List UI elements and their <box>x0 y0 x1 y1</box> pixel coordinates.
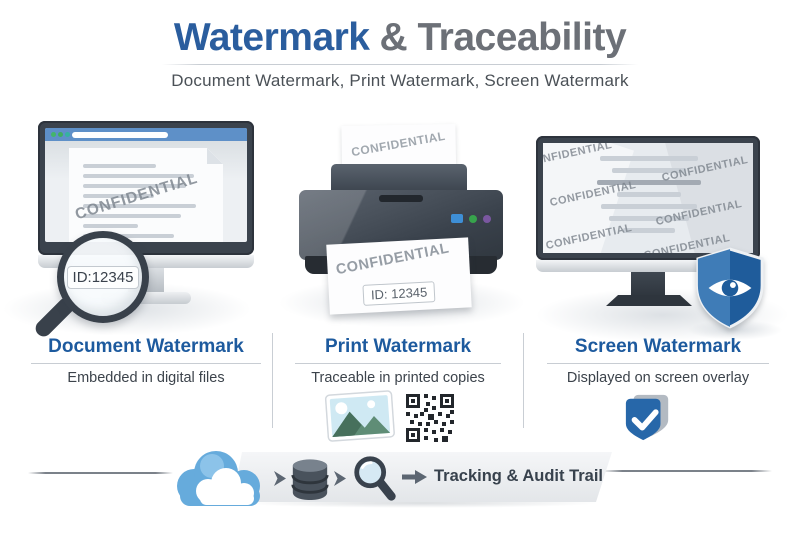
document-text-lines <box>83 158 209 242</box>
document-id-label: ID:12345 <box>66 265 140 289</box>
flow-arrow-icon <box>274 471 286 486</box>
shield-eye-icon <box>696 247 764 329</box>
database-icon <box>291 459 329 500</box>
footer-line-right <box>602 470 772 472</box>
printer-paper-out: CONFIDENTIAL ID: 12345 <box>326 237 472 315</box>
caption-description: Displayed on screen overlay <box>566 370 750 386</box>
text-line <box>83 214 181 218</box>
screen-monitor-screen: CONFIDENTIAL CONFIDENTIAL CONFIDENTIAL C… <box>543 143 753 253</box>
toolbar-dot-icon <box>65 132 70 137</box>
caption-title: Print Watermark <box>324 336 472 357</box>
text-line <box>608 216 690 221</box>
text-line <box>616 192 682 197</box>
text-line <box>597 180 701 185</box>
title-primary: Watermark <box>173 16 370 59</box>
caption-rule <box>30 363 262 364</box>
text-line <box>612 168 686 173</box>
monitor-base <box>606 295 692 306</box>
shadow-shield <box>688 320 783 340</box>
caption-rule <box>547 363 769 364</box>
toolbar-dot-icon <box>51 132 56 137</box>
caption-rule <box>295 363 501 364</box>
caption-screen-watermark: Screen Watermark Displayed on screen ove… <box>535 336 781 386</box>
caption-title: Document Watermark <box>48 336 244 357</box>
printer-controls <box>451 214 491 223</box>
footer-line-left <box>28 472 173 474</box>
toolbar-dot-icon <box>58 132 63 137</box>
search-icon <box>354 456 396 501</box>
text-line <box>83 174 194 178</box>
caption-print-watermark: Print Watermark Traceable in printed cop… <box>284 336 512 386</box>
caption-document-watermark: Document Watermark Embedded in digital f… <box>18 336 274 386</box>
column-divider <box>272 333 273 428</box>
flow-arrow-icon <box>334 471 346 486</box>
text-line <box>83 164 156 168</box>
flow-arrow-icon <box>402 470 427 484</box>
cloud-icon <box>177 451 260 506</box>
title-secondary: & Traceability <box>379 16 627 59</box>
digital-document: CONFIDENTIAL <box>69 148 223 242</box>
monitor-stand <box>631 272 665 296</box>
printer-button-icon <box>483 214 491 223</box>
magnifier-id-icon: ID:12345 <box>57 231 149 323</box>
watermark-text: CONFIDENTIAL <box>334 240 451 279</box>
text-line <box>599 156 699 161</box>
browser-toolbar <box>45 128 247 141</box>
printer-tray <box>331 164 467 194</box>
printer-display-icon <box>451 214 463 223</box>
text-line <box>623 228 675 233</box>
text-line <box>83 204 196 208</box>
page-title: Watermark& Traceability <box>0 16 800 60</box>
watermark-text: CONFIDENTIAL <box>350 128 447 160</box>
subtitle: Document Watermark, Print Watermark, Scr… <box>171 71 629 90</box>
qr-code-icon <box>406 394 454 442</box>
text-line <box>83 194 154 198</box>
address-bar <box>72 131 168 138</box>
printer-button-icon <box>469 214 477 223</box>
caption-description: Embedded in digital files <box>67 370 225 386</box>
caption-description: Traceable in printed copies <box>311 370 485 386</box>
flow-banner-label: Tracking & Audit Trail <box>434 467 604 485</box>
screen-text-lines <box>593 149 705 240</box>
text-line <box>83 224 138 228</box>
check-shield-icon <box>625 394 669 441</box>
printer-slot <box>379 195 423 202</box>
title-divider <box>162 64 638 65</box>
text-line <box>83 234 174 238</box>
print-id-label: ID: 12345 <box>362 281 436 306</box>
photo-icon <box>324 390 395 442</box>
text-line <box>600 204 698 209</box>
text-line <box>83 184 186 188</box>
column-divider <box>523 333 524 428</box>
document-monitor-screen: CONFIDENTIAL <box>45 128 247 242</box>
caption-title: Screen Watermark <box>574 336 742 357</box>
banner-shadow <box>240 498 600 508</box>
